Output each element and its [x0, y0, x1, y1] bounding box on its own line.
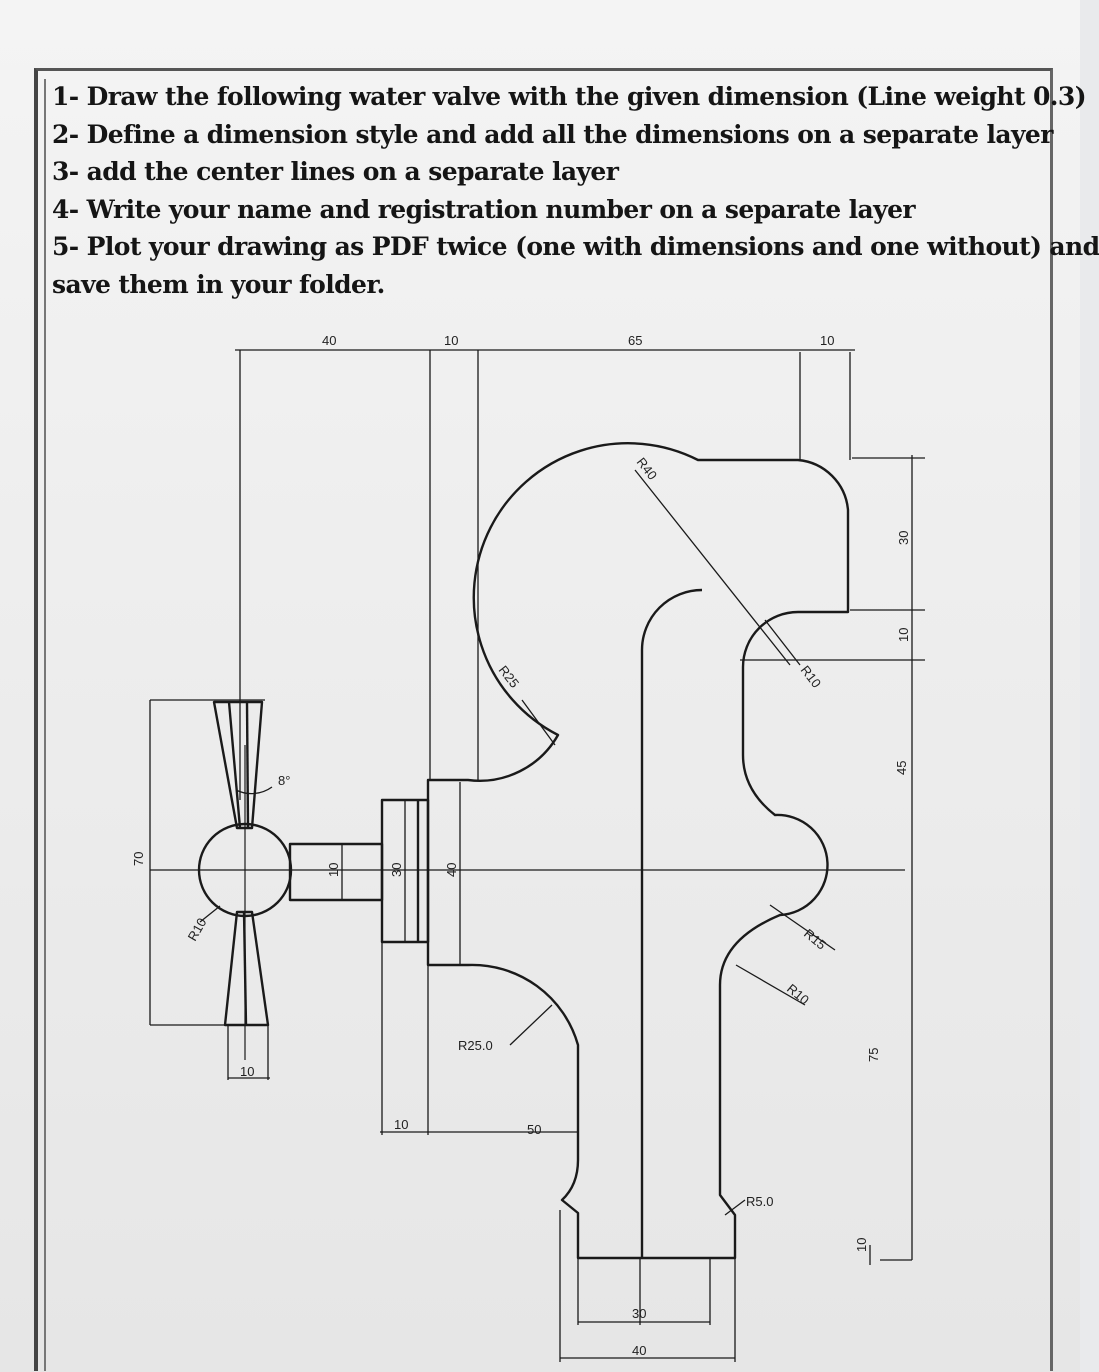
dim-top-10-right: 10 [820, 333, 834, 348]
dim-top-10-left: 10 [444, 333, 458, 348]
dim-angle-8: 8° [278, 773, 290, 788]
instructions-list: 1- Draw the following water valve with t… [52, 78, 1099, 303]
dim-r5-0: R5.0 [746, 1194, 773, 1209]
instruction-1: 1- Draw the following water valve with t… [52, 82, 1087, 111]
dim-bottom-40: 40 [632, 1343, 646, 1358]
dim-40: 40 [322, 333, 336, 348]
instruction-5: 5- Plot your drawing as PDF twice (one w… [52, 232, 1099, 261]
dim-r10-handle: R10 [185, 915, 210, 943]
margin-rule [44, 79, 46, 1371]
valve-inner-bore [640, 588, 703, 1258]
dim-right-45: 45 [894, 761, 909, 775]
page-frame [34, 68, 1053, 1371]
dim-bottom-30: 30 [632, 1306, 646, 1321]
dim-v-40: 40 [444, 863, 459, 877]
dim-right-30: 30 [896, 531, 911, 545]
instruction-6: save them in your folder. [52, 269, 385, 299]
dim-left-70: 70 [131, 852, 146, 866]
instruction-2: 2- Define a dimension style and add all … [52, 119, 1053, 149]
dim-bottom-10-stem: 10 [394, 1117, 408, 1132]
dim-r25-top: R25 [496, 663, 523, 691]
dim-right-75: 75 [866, 1048, 881, 1062]
dim-v-30: 30 [389, 863, 404, 877]
dim-right-10: 10 [896, 628, 911, 642]
valve-outer-profile [426, 442, 850, 1260]
dim-bottom-50: 50 [527, 1122, 541, 1137]
dimension-lines [149, 349, 925, 1362]
dim-r10-elbow: R10 [798, 663, 825, 691]
dim-r40: R40 [634, 455, 661, 483]
dim-r10-right: R10 [784, 981, 812, 1008]
handle-arm-top-inner2 [245, 701, 250, 829]
dim-bottom-10-handle: 10 [240, 1064, 254, 1079]
center-lines [150, 745, 905, 1060]
dim-v-10: 10 [326, 863, 341, 877]
dim-r25-0: R25.0 [458, 1038, 493, 1053]
valve-outline [197, 442, 850, 1260]
dim-right-10-bottom: 10 [854, 1238, 869, 1252]
instruction-4: 4- Write your name and registration numb… [52, 194, 916, 224]
handle-arm-top-inner [227, 701, 242, 829]
handle-arm-top [212, 700, 264, 830]
instruction-3: 3- add the center lines on a separate la… [52, 157, 619, 186]
dim-65: 65 [628, 333, 642, 348]
